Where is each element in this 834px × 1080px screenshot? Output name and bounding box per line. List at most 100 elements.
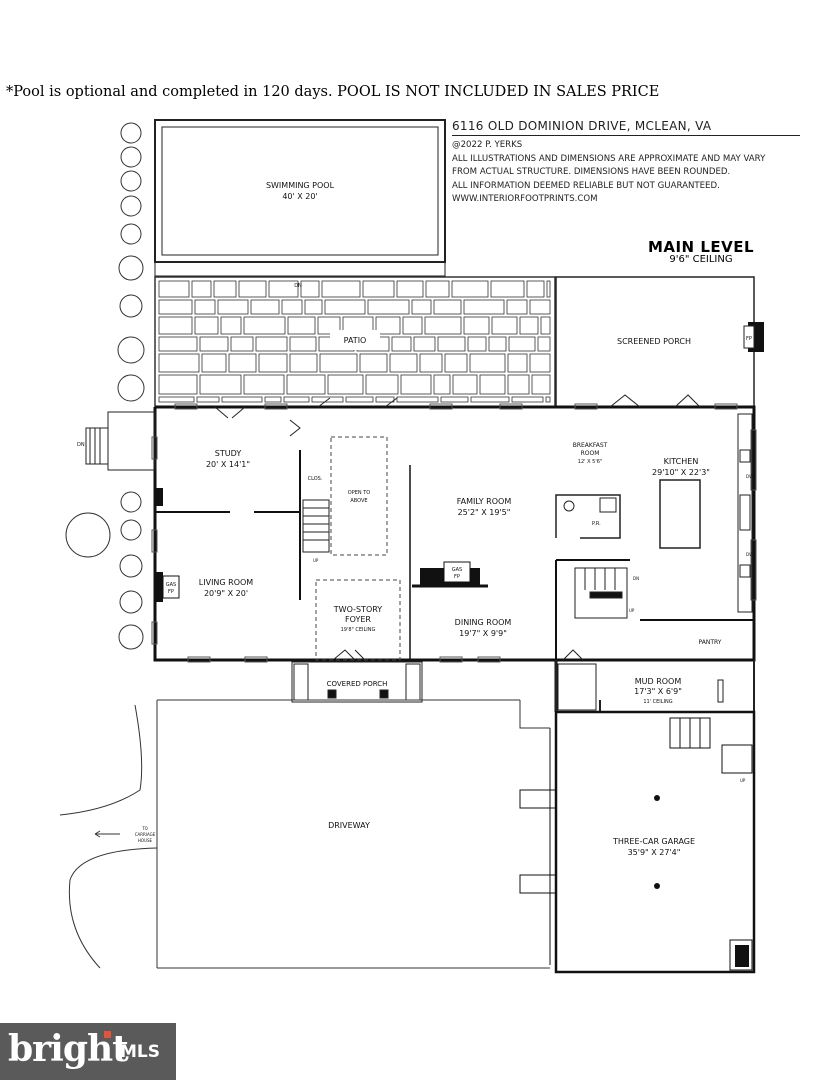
- pantry-label: PANTRY: [699, 639, 722, 646]
- patio-stone: [345, 396, 374, 403]
- patio-stone: [440, 396, 469, 403]
- side-steps: DN: [77, 411, 156, 471]
- patio-stone: [255, 336, 288, 352]
- patio-stone: [194, 316, 219, 335]
- patio-stone: [529, 353, 551, 373]
- logo-mls: MLS: [120, 1042, 160, 1062]
- copyright-text: @2022 P. YERKS: [452, 140, 523, 150]
- patio-stone: [545, 396, 551, 403]
- side-steps-dn: DN: [77, 442, 85, 448]
- patio-stone: [311, 396, 344, 403]
- carriage-label-1: TO: [141, 826, 148, 831]
- fireplaces: GAS FP GAS FP: [155, 488, 480, 602]
- kitchen-fixtures: DW DW: [659, 413, 753, 613]
- family-fp: FP: [454, 574, 460, 580]
- patio-stone: [158, 299, 193, 315]
- patio-stone: [506, 299, 528, 315]
- patio-stone: [199, 374, 242, 395]
- carriage-label-3: HOUSE: [138, 838, 153, 843]
- driveway-label: DRIVEWAY: [328, 821, 370, 830]
- kitchen-dw-1: DW: [746, 552, 753, 557]
- kitchen-label: KITCHEN: [664, 457, 699, 466]
- patio-stone: [201, 353, 227, 373]
- patio-stone: [540, 316, 551, 335]
- patio-stone: [526, 280, 545, 298]
- foyer-dims: 19'8" CEILING: [341, 627, 376, 633]
- patio-stone: [319, 353, 358, 373]
- pool-notice: *Pool is optional and completed in 120 d…: [6, 84, 660, 100]
- screened-porch-label: SCREENED PORCH: [617, 337, 691, 346]
- patio-stone: [194, 299, 216, 315]
- patio-stone: [519, 316, 539, 335]
- patio-stone: [321, 280, 361, 298]
- living-fp: FP: [168, 589, 174, 595]
- dining-room-dims: 19'7" X 9'9": [459, 629, 507, 638]
- patio-stone: [158, 336, 198, 352]
- patio-stone: [452, 374, 478, 395]
- level-ceiling: 9'6" CEILING: [669, 254, 733, 265]
- breakfast-label: BREAKFAST: [573, 442, 608, 449]
- property-address: 6116 OLD DOMINION DRIVE, MCLEAN, VA: [452, 119, 800, 136]
- mud-room-dims: 17'3" X 6'9": [634, 687, 682, 696]
- patio-stone: [367, 299, 410, 315]
- patio-stone: [451, 280, 489, 298]
- open-above-1: OPEN TO: [348, 490, 370, 496]
- patio-stone: [375, 316, 401, 335]
- patio-stone: [396, 396, 439, 403]
- patio-stone: [444, 353, 468, 373]
- living-gas: GAS: [166, 582, 176, 588]
- patio: PATIO: [154, 276, 556, 408]
- patio-stone: [467, 336, 487, 352]
- patio-stone: [213, 280, 237, 298]
- patio-stone: [537, 336, 551, 352]
- garage: UP: [519, 710, 756, 974]
- shrubs: [65, 122, 145, 650]
- patio-stone: [469, 353, 506, 373]
- patio-stone: [286, 374, 326, 395]
- breakfast-dims: 12' X 5'6": [578, 459, 602, 465]
- dining-room-label: DINING ROOM: [455, 618, 512, 627]
- patio-stone: [228, 353, 257, 373]
- family-gas: GAS: [452, 567, 462, 573]
- patio-stone: [281, 299, 303, 315]
- disclaimer-line-2: FROM ACTUAL STRUCTURE. DIMENSIONS HAVE B…: [452, 167, 731, 178]
- patio-stone: [546, 280, 551, 298]
- patio-stone: [362, 280, 395, 298]
- porch-fp: FP: [746, 336, 752, 342]
- patio-stone: [511, 396, 544, 403]
- kitchen-dw-2: DW: [746, 474, 753, 479]
- garage-stair-up: UP: [740, 778, 746, 783]
- covered-porch: COVERED PORCH: [291, 661, 423, 703]
- patio-stone: [300, 280, 320, 298]
- mud-room-ceiling: 11' CEILING: [643, 699, 672, 705]
- open-to-above: [330, 436, 388, 556]
- pool-label: SWIMMING POOL: [266, 181, 335, 190]
- patio-stone: [327, 374, 364, 395]
- patio-stone: [283, 396, 310, 403]
- website-link[interactable]: WWW.INTERIORFOOTPRINTS.COM: [452, 194, 598, 205]
- patio-stone: [221, 396, 263, 403]
- patio-stone: [359, 353, 388, 373]
- main-stair-up: UP: [313, 558, 319, 563]
- patio-stone: [437, 336, 466, 352]
- patio-stone: [491, 316, 518, 335]
- patio-stone: [324, 299, 366, 315]
- family-room-dims: 25'2" X 19'5": [458, 508, 511, 517]
- screened-porch: FP SCREENED PORCH: [555, 276, 764, 408]
- patio-stone: [463, 299, 505, 315]
- closet-label: CLOS.: [308, 476, 323, 482]
- foyer-dashed: [315, 579, 401, 661]
- patio-stone: [199, 336, 229, 352]
- patio-stone: [365, 374, 399, 395]
- living-room-dims: 20'9" X 20': [204, 589, 248, 598]
- back-stair: DN UP: [574, 567, 639, 619]
- patio-stone: [243, 374, 285, 395]
- main-stair: UP: [302, 499, 330, 563]
- patio-stone: [488, 336, 507, 352]
- patio-stone: [463, 316, 490, 335]
- patio-stone: [507, 353, 528, 373]
- patio-stone: [289, 353, 318, 373]
- foyer-label-2: FOYER: [345, 615, 371, 624]
- patio-stone: [470, 396, 510, 403]
- patio-stone: [158, 374, 198, 395]
